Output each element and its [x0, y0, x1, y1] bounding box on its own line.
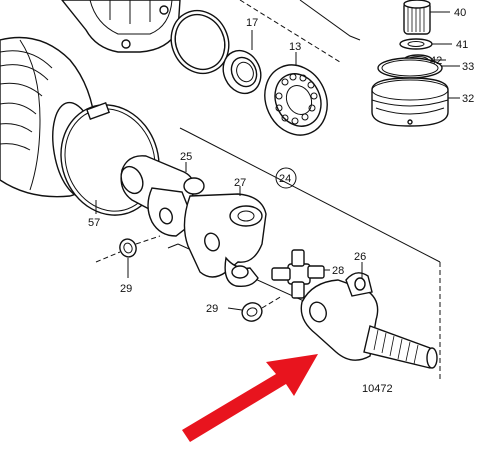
washer-29-right [241, 302, 263, 322]
part-label-13: 13 [289, 41, 301, 53]
part-label-29-left: 29 [120, 283, 132, 295]
part-label-57: 57 [88, 217, 100, 229]
o-ring-17 [170, 9, 230, 75]
part-label-42: 42 [430, 55, 442, 67]
part-label-29-right: 29 [206, 303, 218, 315]
part-label-32: 32 [462, 93, 474, 105]
spider-28 [271, 249, 325, 299]
group-label: 24 [279, 173, 291, 185]
red-pointer-arrow [182, 354, 318, 442]
group-line [179, 127, 441, 263]
housing-32 [371, 77, 449, 127]
housing-flange [61, 0, 181, 53]
part-label-17: 17 [246, 17, 258, 29]
needle-bearing-40 [403, 0, 431, 35]
drawing-number: 10472 [362, 383, 393, 395]
part-label-26: 26 [354, 251, 366, 263]
yoke-27 [183, 193, 267, 288]
part-label-40: 40 [454, 7, 466, 19]
part-label-28: 28 [332, 265, 344, 277]
part-label-25: 25 [180, 151, 192, 163]
washer-29-left [119, 238, 137, 258]
guide-line [239, 0, 341, 63]
o-ring-33 [377, 57, 443, 79]
flange-yoke-26 [300, 272, 438, 369]
part-label-27: 27 [234, 177, 246, 189]
washer-41 [399, 38, 433, 50]
group-label-circle: 24 [275, 167, 297, 189]
seal-17 [222, 49, 262, 95]
guide-line [299, 0, 361, 41]
part-label-33: 33 [462, 61, 474, 73]
bearing-13 [264, 64, 328, 136]
part-label-41: 41 [456, 39, 468, 51]
